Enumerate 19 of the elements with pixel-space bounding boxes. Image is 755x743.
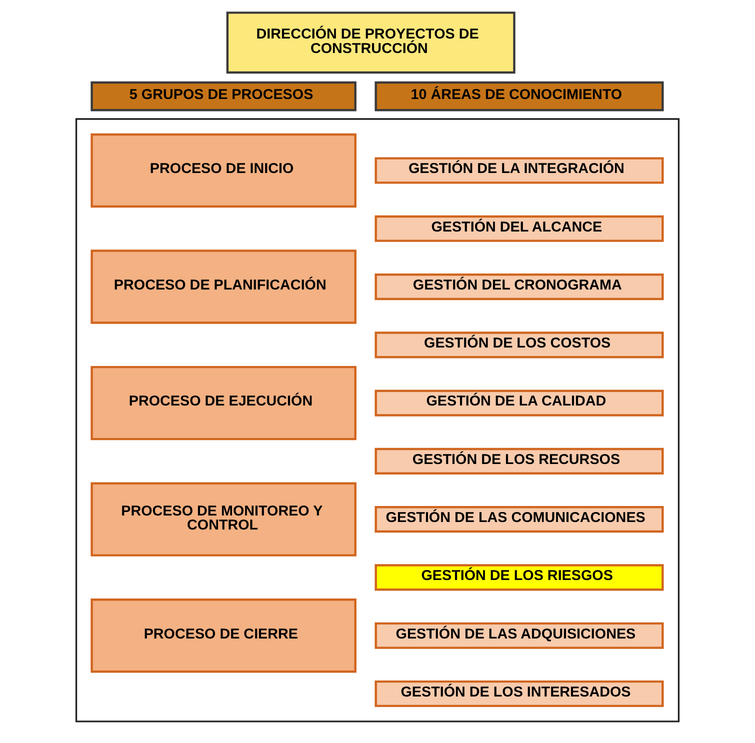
node-box: PROCESO DE EJECUCIÓN xyxy=(90,366,356,440)
node-box: GESTIÓN DE LOS INTERESADOS xyxy=(374,680,664,708)
node-box: PROCESO DE MONITOREO Y CONTROL xyxy=(90,482,356,556)
node-box: GESTIÓN DEL ALCANCE xyxy=(374,215,664,242)
node-box: PROCESO DE CIERRE xyxy=(90,598,356,673)
node-box: GESTIÓN DE LAS ADQUISICIONES xyxy=(374,622,664,649)
node-box: PROCESO DE INICIO xyxy=(90,133,356,208)
node-box: GESTIÓN DE LOS RECURSOS xyxy=(374,448,664,474)
node-box: PROCESO DE PLANIFICACIÓN xyxy=(90,250,356,324)
node-box: DIRECCIÓN DE PROYECTOS DE CONSTRUCCIÓN xyxy=(226,12,516,74)
node-box: GESTIÓN DE LOS RIESGOS xyxy=(374,564,664,591)
node-box: GESTIÓN DE LA INTEGRACIÓN xyxy=(374,157,664,184)
node-box: 10 ÁREAS DE CONOCIMIENTO xyxy=(374,81,664,112)
node-box: GESTIÓN DEL CRONOGRAMA xyxy=(374,274,664,300)
node-box: GESTIÓN DE LA CALIDAD xyxy=(374,390,664,416)
node-box: GESTIÓN DE LOS COSTOS xyxy=(374,332,664,358)
node-box: GESTIÓN DE LAS COMUNICACIONES xyxy=(374,506,664,533)
cluster xyxy=(75,118,680,722)
node-box: 5 GRUPOS DE PROCESOS xyxy=(90,81,356,112)
